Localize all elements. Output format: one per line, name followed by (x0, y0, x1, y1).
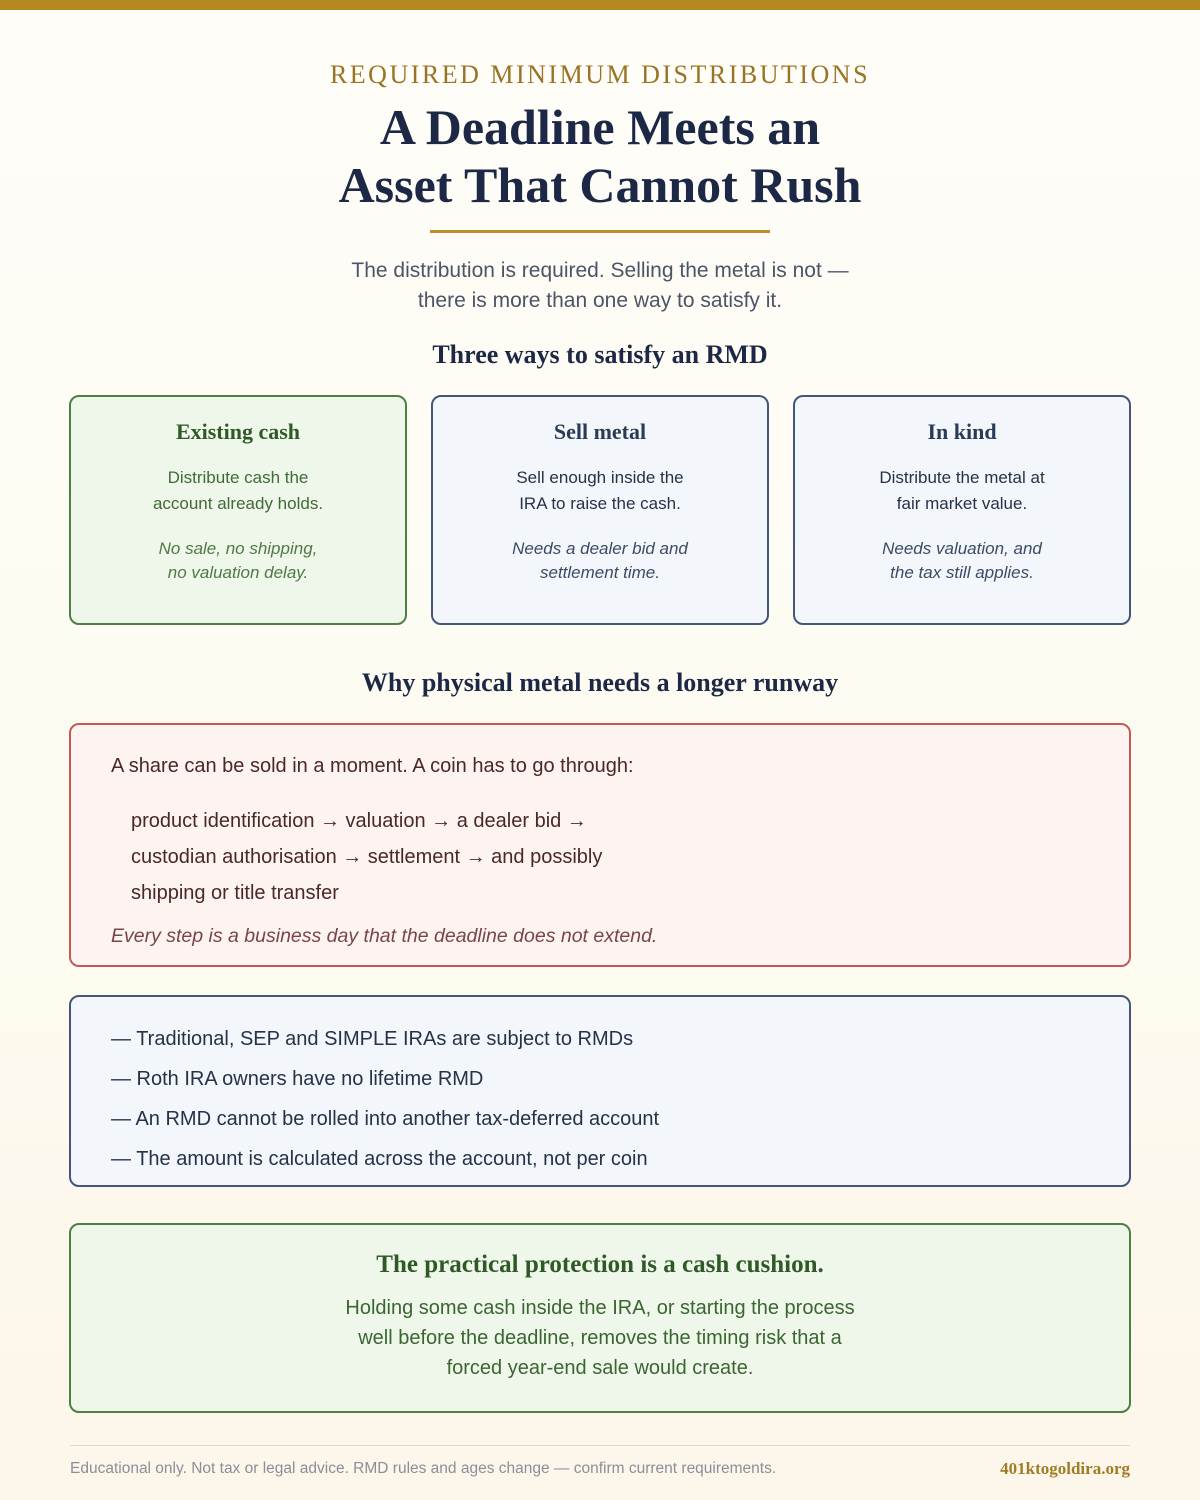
option-card-description: Distribute cash the account already hold… (71, 465, 405, 517)
top-accent-bar (0, 0, 1200, 10)
option-card-note: Needs a dealer bid and settlement time. (433, 537, 767, 585)
option-card-description: Distribute the metal at fair market valu… (795, 465, 1129, 517)
option-card-description-line: Sell enough inside the (516, 468, 684, 487)
runway-steps-line: product identification → valuation → a d… (131, 810, 587, 832)
cash-cushion-text-line: well before the deadline, removes the ti… (358, 1327, 842, 1349)
list-item: — The amount is calculated across the ac… (111, 1148, 648, 1170)
title-divider (430, 230, 770, 233)
option-card-title: In kind (927, 419, 997, 444)
option-card-title: Sell metal (553, 419, 647, 444)
option-card-note-line: the tax still applies. (890, 563, 1034, 582)
runway-heading: Why physical metal needs a longer runway (361, 668, 839, 697)
cash-cushion-text-line: Holding some cash inside the IRA, or sta… (345, 1297, 855, 1319)
cash-cushion-title: The practical protection is a cash cushi… (376, 1251, 824, 1278)
option-card-title: Existing cash (175, 419, 301, 444)
option-card-in-kind: In kind Distribute the metal at fair mar… (793, 395, 1131, 625)
rmd-facts-list: — Traditional, SEP and SIMPLE IRAs are s… (111, 1019, 659, 1179)
runway-intro: A share can be sold in a moment. A coin … (111, 755, 634, 777)
page-subtitle-line-1: The distribution is required. Selling th… (351, 259, 849, 282)
option-card-description-line: fair market value. (896, 494, 1028, 513)
page-title: A Deadline Meets an Asset That Cannot Ru… (0, 98, 1200, 214)
rmd-facts-box: — Traditional, SEP and SIMPLE IRAs are s… (69, 995, 1131, 1187)
runway-steps-line: shipping or title transfer (131, 882, 339, 904)
list-item: — An RMD cannot be rolled into another t… (111, 1108, 660, 1130)
eyebrow-label: REQUIRED MINIMUM DISTRIBUTIONS (329, 60, 871, 89)
page-title-line-2: Asset That Cannot Rush (338, 157, 862, 213)
option-card-description-line: Distribute cash the (167, 468, 309, 487)
page-subtitle: The distribution is required. Selling th… (0, 256, 1200, 316)
footer-divider (70, 1445, 1130, 1446)
runway-callout: A share can be sold in a moment. A coin … (69, 723, 1131, 967)
cash-cushion-text-line: forced year-end sale would create. (446, 1357, 754, 1379)
options-heading: Three ways to satisfy an RMD (432, 340, 768, 369)
option-card-description-line: Distribute the metal at (879, 468, 1045, 487)
list-item: — Roth IRA owners have no lifetime RMD (111, 1068, 484, 1090)
option-card-note-line: Needs valuation, and (882, 539, 1042, 558)
option-card-sell-metal: Sell metal Sell enough inside the IRA to… (431, 395, 769, 625)
option-card-note-line: settlement time. (540, 563, 660, 582)
cash-cushion-text: Holding some cash inside the IRA, or sta… (71, 1293, 1129, 1383)
list-item: — Traditional, SEP and SIMPLE IRAs are s… (111, 1028, 634, 1050)
page-subtitle-line-2: there is more than one way to satisfy it… (417, 289, 783, 312)
option-card-note-line: Needs a dealer bid and (512, 539, 688, 558)
page-title-line-1: A Deadline Meets an (379, 99, 821, 155)
option-card-description-line: IRA to raise the cash. (519, 494, 681, 513)
footer-site-name: 401ktogoldira.org (1000, 1459, 1130, 1478)
runway-steps-line: custodian authorisation → settlement → a… (131, 846, 603, 868)
option-card-description-line: account already holds. (152, 494, 324, 513)
option-card-existing-cash: Existing cash Distribute cash the accoun… (69, 395, 407, 625)
footer-disclaimer: Educational only. Not tax or legal advic… (70, 1460, 777, 1477)
option-card-note-line: no valuation delay. (167, 563, 309, 582)
option-card-description: Sell enough inside the IRA to raise the … (433, 465, 767, 517)
cash-cushion-callout: The practical protection is a cash cushi… (69, 1223, 1131, 1413)
option-card-note-line: No sale, no shipping, (158, 539, 318, 558)
runway-steps: product identification → valuation → a d… (131, 803, 602, 911)
option-card-note: No sale, no shipping, no valuation delay… (71, 537, 405, 585)
runway-note: Every step is a business day that the de… (111, 925, 658, 947)
option-card-note: Needs valuation, and the tax still appli… (795, 537, 1129, 585)
